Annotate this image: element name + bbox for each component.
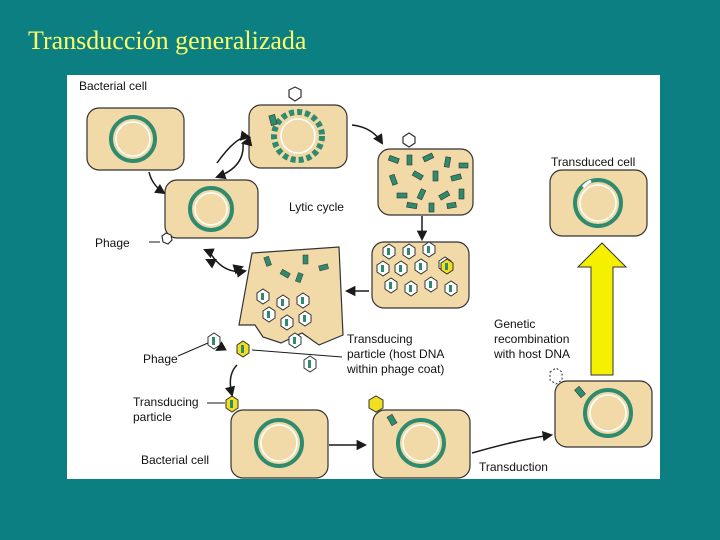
slide-title: Transducción generalizada [28,26,307,55]
label-phage-middle: Phage [143,352,178,366]
bacterial-cell-recombination [549,367,653,448]
bacterial-cell-5 [371,241,470,309]
label-genetic-recombination: Genetic recombination with host DNA [494,317,571,361]
label-transducing-particle-center: Transducing particle (host DNA within ph… [347,332,445,376]
lysing-cell [238,246,344,349]
label-transduction: Transduction [479,460,548,474]
bacterial-cell-3 [248,86,348,169]
arrow-to-fragments [351,124,384,145]
bacterial-cell-bottom-1 [230,409,329,479]
transduction-diagram [86,86,653,479]
bacterial-cell-1 [86,107,185,171]
bacterial-cell-4 [377,132,474,216]
label-bacterial-cell-bottom: Bacterial cell [141,453,210,467]
released-phage-yellow [236,340,250,358]
phage-middle-leader [177,342,209,357]
phage-icon [402,132,416,148]
label-phage-left: Phage [95,236,130,250]
phage-icon [161,232,173,245]
label-transducing-particle-left: Transducing particle [133,395,199,424]
arrow-loop-left [215,142,244,180]
bacterial-cell-2 [161,179,259,245]
label-transduced-cell: Transduced cell [551,155,636,169]
arrow-cell1-to-cell2 [148,171,166,195]
phage-icon [288,86,302,102]
big-yellow-arrow [576,242,628,376]
arrow-cell2-to-lysis [208,250,248,278]
label-lytic-cycle: Lytic cycle [289,200,344,214]
bacterial-cell-bottom-2 [368,395,471,479]
released-phage-left [207,332,221,350]
diagram-panel: Bacterial cell Lytic cycle Phage Phage T… [67,75,660,479]
transduced-cell [549,169,648,237]
transducing-particle-phage [225,395,239,413]
arrow-to-recombination [471,431,554,454]
label-bacterial-cell-top: Bacterial cell [79,79,148,93]
arrow-to-bottom-cell [224,364,238,398]
released-phage-right [303,355,317,373]
arrow-attach [216,130,252,164]
transducing-center-leader [251,349,343,358]
